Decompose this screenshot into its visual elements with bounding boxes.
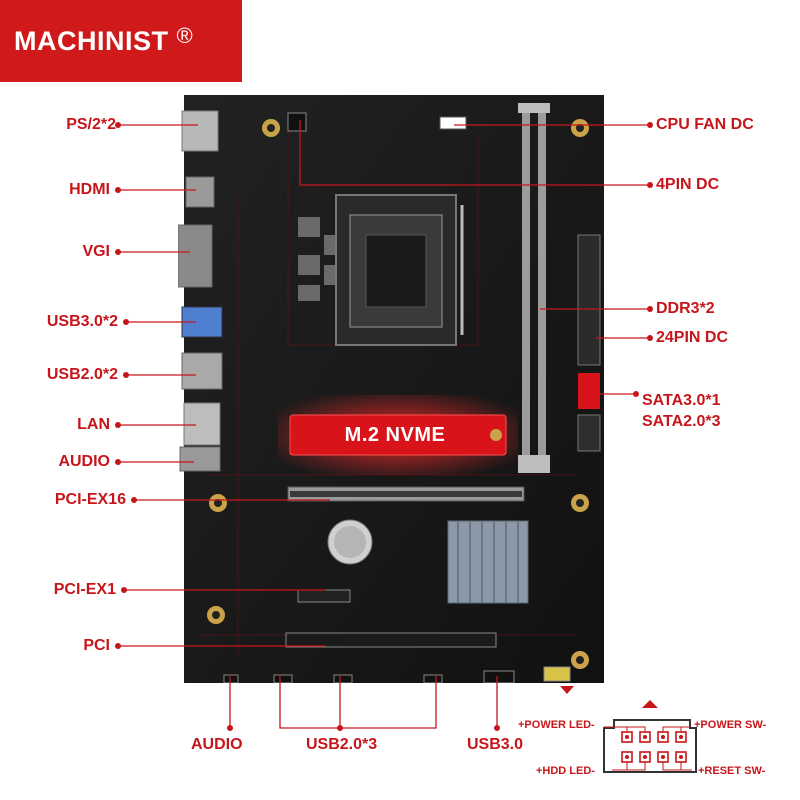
label-sata3: SATA3.0*1: [642, 392, 721, 409]
label-usb20-front: USB2.0*3: [306, 736, 378, 753]
pci-slot: [285, 632, 497, 648]
brand-name: MACHINIST: [14, 25, 169, 56]
cpu-socket: [335, 194, 464, 346]
label-24pin: 24PIN DC: [656, 329, 729, 346]
label-pciex1: PCI-EX1: [53, 581, 116, 598]
brand-badge: MACHINIST ®: [0, 0, 242, 82]
m2-nvme-label: M.2 NVME: [344, 424, 446, 446]
m2-slot: [289, 414, 507, 456]
label-usb30-rear: USB3.0*2: [46, 313, 118, 330]
label-sata2: SATA2.0*3: [642, 413, 721, 430]
label-lan: LAN: [77, 416, 110, 433]
label-pciex16: PCI-EX16: [54, 491, 126, 508]
registered-mark: ®: [176, 23, 193, 48]
motherboard: [178, 95, 604, 683]
front-panel-diagram: [560, 686, 697, 773]
label-power-sw: +POWER SW-: [694, 719, 767, 731]
chipset-heatsink: [447, 520, 529, 604]
ddr3-slots: [518, 103, 550, 473]
label-cpu-fan: CPU FAN DC: [656, 116, 754, 133]
sata3-port: [578, 373, 600, 409]
label-power-led: +POWER LED-: [518, 719, 595, 731]
label-usb30-front: USB3.0: [467, 736, 524, 753]
mounting-holes: [207, 119, 589, 669]
pcb: [184, 95, 604, 683]
cpu-fan-header: [439, 116, 467, 130]
label-4pin: 4PIN DC: [656, 176, 720, 193]
label-ddr3: DDR3*2: [656, 300, 715, 317]
label-audio-front: AUDIO: [191, 736, 243, 753]
sata2-ports: [577, 414, 601, 452]
label-reset-sw: +RESET SW-: [698, 765, 766, 777]
label-ps2: PS/2*2: [66, 116, 116, 133]
label-usb20-rear: USB2.0*2: [46, 366, 118, 383]
rear-io: [178, 110, 223, 472]
label-audio-rear: AUDIO: [58, 453, 110, 470]
label-hdd-led: +HDD LED-: [536, 765, 595, 777]
label-pci: PCI: [83, 637, 110, 654]
cpu-4pin-connector: [287, 112, 307, 132]
label-hdmi: HDMI: [69, 181, 110, 198]
bottom-headers: [223, 666, 571, 683]
atx-24pin-connector: [577, 234, 601, 366]
label-vgi: VGI: [82, 243, 110, 260]
